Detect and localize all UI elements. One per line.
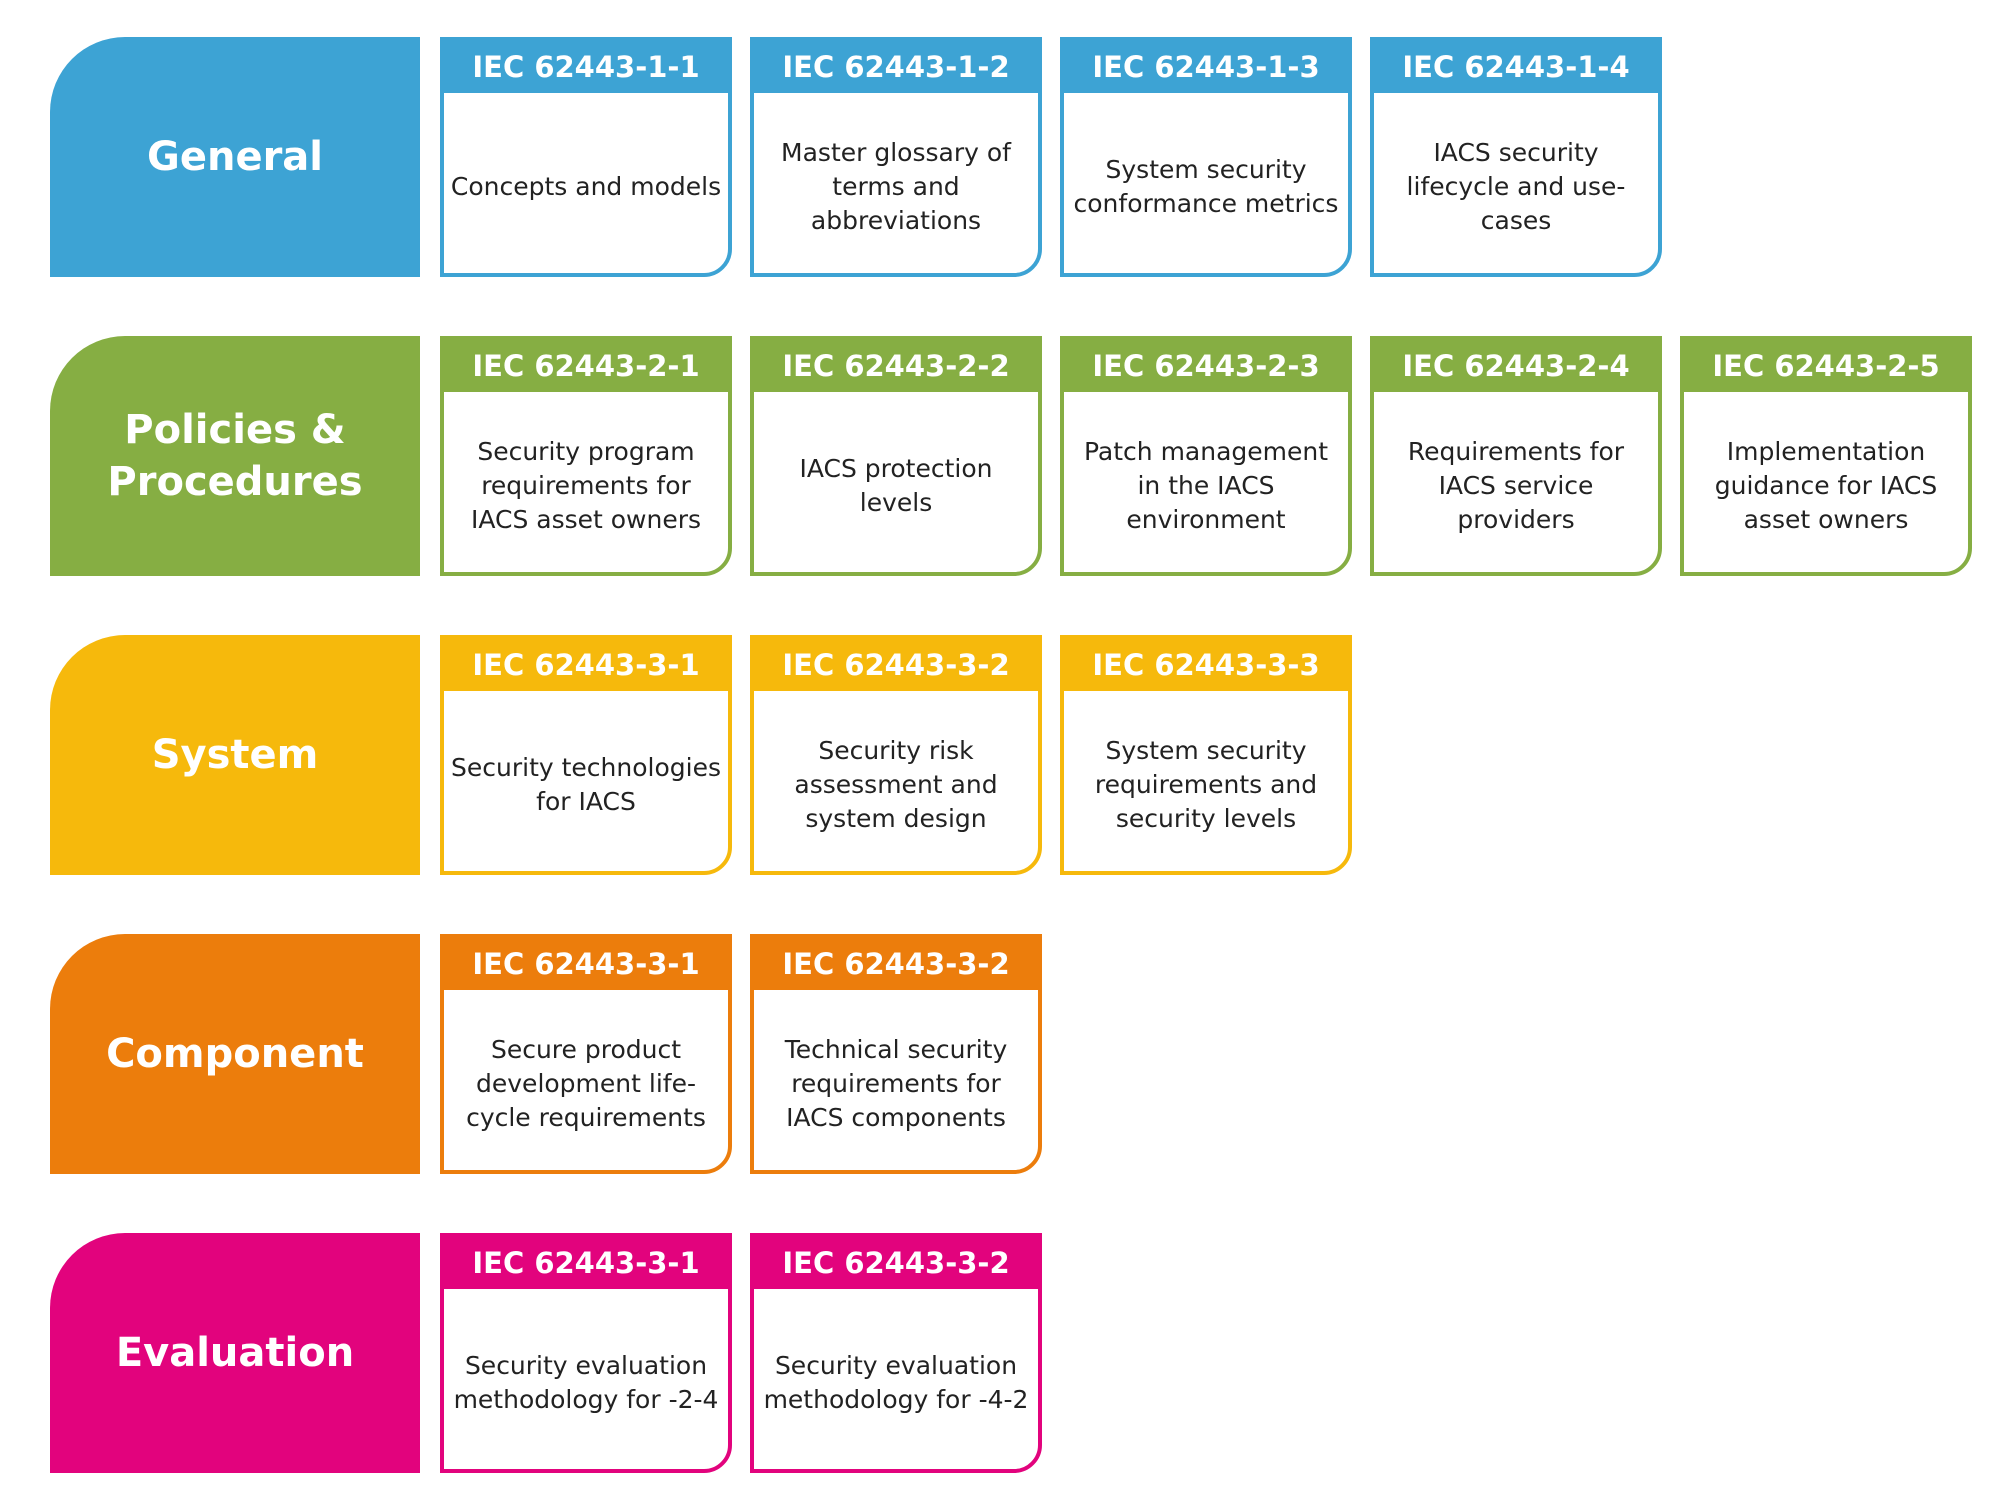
standard-code: IEC 62443-3-2 — [754, 1237, 1038, 1293]
standard-description: IACS protection levels — [799, 454, 993, 517]
standard-description: Security evaluation methodology for -4-2 — [763, 1351, 1029, 1414]
standard-code: IEC 62443-3-1 — [444, 938, 728, 994]
standard-description: Security risk assessment and system desi… — [794, 736, 998, 833]
standard-description: Security evaluation methodology for -2-4 — [453, 1351, 719, 1414]
standard-description: System security requirements and securit… — [1094, 736, 1318, 833]
category-label: General — [50, 37, 420, 277]
standard-code: IEC 62443-3-2 — [754, 938, 1038, 994]
standard-description: Master glossary of terms and abbreviatio… — [781, 138, 1011, 235]
category-label: Component — [50, 934, 420, 1174]
standard-description: Patch management in the IACS environment — [1083, 437, 1329, 534]
standard-description: Concepts and models — [450, 172, 722, 201]
standard-code: IEC 62443-2-3 — [1064, 340, 1348, 396]
standard-description: Secure product development life-cycle re… — [466, 1035, 706, 1132]
standard-code: IEC 62443-3-3 — [1064, 639, 1348, 695]
standard-code: IEC 62443-3-2 — [754, 639, 1038, 695]
standard-description: Implementation guidance for IACS asset o… — [1714, 437, 1938, 534]
standard-description: Security program requirements for IACS a… — [470, 437, 702, 534]
standard-code: IEC 62443-2-1 — [444, 340, 728, 396]
category-label: System — [50, 635, 420, 875]
standard-code: IEC 62443-2-2 — [754, 340, 1038, 396]
standard-code: IEC 62443-1-4 — [1374, 41, 1658, 97]
standard-description: IACS security lifecycle and use-cases — [1406, 138, 1626, 235]
standard-code: IEC 62443-3-1 — [444, 639, 728, 695]
standard-code: IEC 62443-1-3 — [1064, 41, 1348, 97]
standard-description: Security technologies for IACS — [451, 753, 721, 816]
standard-description: Requirements for IACS service providers — [1407, 437, 1625, 534]
standard-code: IEC 62443-2-4 — [1374, 340, 1658, 396]
category-label: Evaluation — [50, 1233, 420, 1473]
standard-code: IEC 62443-1-1 — [444, 41, 728, 97]
standard-code: IEC 62443-1-2 — [754, 41, 1038, 97]
standard-description: Technical security requirements for IACS… — [784, 1035, 1008, 1132]
standard-code: IEC 62443-2-5 — [1684, 340, 1968, 396]
standard-description: System security conformance metrics — [1073, 155, 1339, 218]
standard-code: IEC 62443-3-1 — [444, 1237, 728, 1293]
category-label: Policies & Procedures — [50, 336, 420, 576]
